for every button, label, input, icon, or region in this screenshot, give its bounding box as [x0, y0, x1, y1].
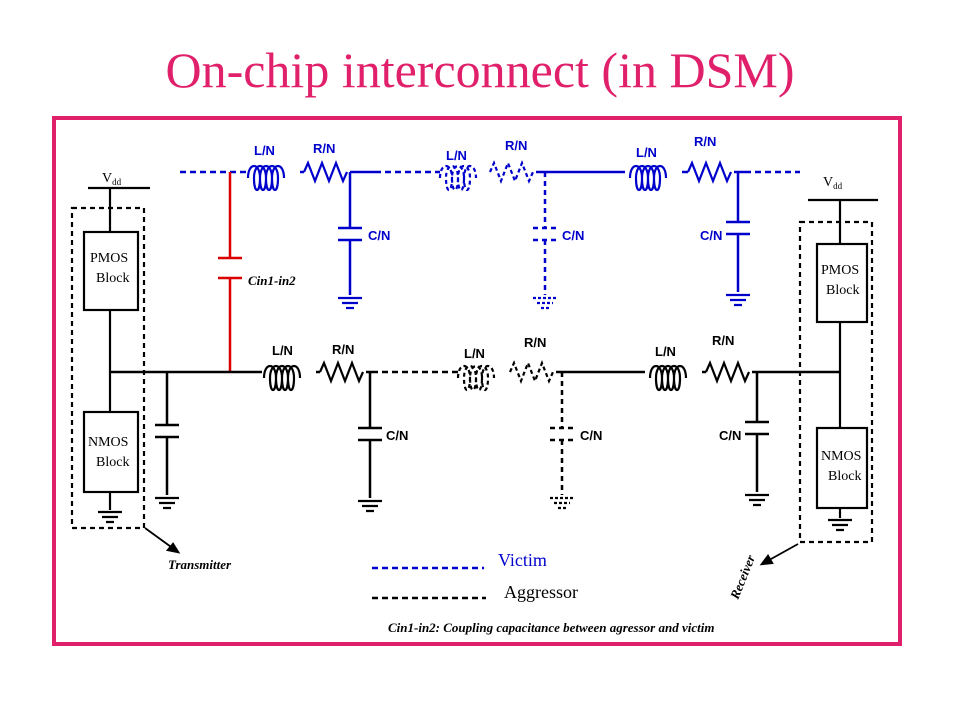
aggressor-inductor-label-1: L/N	[272, 343, 293, 358]
legend-aggressor-label: Aggressor	[504, 582, 578, 602]
vdd-label-left: Vdd	[102, 171, 122, 187]
victim-resistor-label-1: R/N	[313, 141, 335, 156]
transmitter-block	[70, 186, 181, 554]
legend: Victim Aggressor Cin1-in2: Coupling capa…	[372, 550, 714, 635]
coupling-capacitor	[218, 172, 242, 372]
nmos-label-left: NMOS	[88, 435, 128, 450]
nmos-block-label-left: Block	[96, 455, 129, 470]
coupling-label: Cin1-in2	[248, 273, 296, 288]
victim-inductor-label-3: L/N	[636, 145, 657, 160]
aggressor-resistor-label-2: R/N	[524, 335, 546, 350]
victim-inductor-label-1: L/N	[254, 143, 275, 158]
receiver-block	[759, 198, 878, 566]
vdd-label-right: Vdd	[823, 175, 843, 191]
aggressor-inductor-label-3: L/N	[655, 344, 676, 359]
victim-capacitor-label-1: C/N	[368, 228, 390, 243]
aggressor-capacitor-label-2: C/N	[580, 428, 602, 443]
pmos-block-label-right: Block	[826, 283, 859, 298]
aggressor-inductor-label-2: L/N	[464, 346, 485, 361]
transmitter-label: Transmitter	[168, 557, 232, 572]
nmos-label-right: NMOS	[821, 449, 861, 464]
aggressor-resistor-label-3: R/N	[712, 333, 734, 348]
pmos-label-right: PMOS	[821, 263, 859, 278]
diagram-frame	[52, 116, 902, 646]
victim-line	[180, 161, 800, 310]
victim-resistor-label-2: R/N	[505, 138, 527, 153]
receiver-label: Receiver	[726, 552, 758, 602]
legend-victim-label: Victim	[498, 550, 547, 570]
page-title: On-chip interconnect (in DSM)	[165, 42, 795, 98]
nmos-block-label-right: Block	[828, 469, 861, 484]
victim-capacitor-label-3: C/N	[700, 228, 722, 243]
aggressor-line	[110, 361, 840, 513]
aggressor-resistor-label-1: R/N	[332, 342, 354, 357]
pmos-block-label-left: Block	[96, 271, 129, 286]
victim-capacitor-label-2: C/N	[562, 228, 584, 243]
legend-footnote: Cin1-in2: Coupling capacitance between a…	[388, 620, 714, 635]
victim-inductor-label-2: L/N	[446, 148, 467, 163]
pmos-label-left: PMOS	[90, 251, 128, 266]
aggressor-capacitor-label-3: C/N	[719, 428, 741, 443]
victim-resistor-label-3: R/N	[694, 134, 716, 149]
aggressor-capacitor-label-1: C/N	[386, 428, 408, 443]
